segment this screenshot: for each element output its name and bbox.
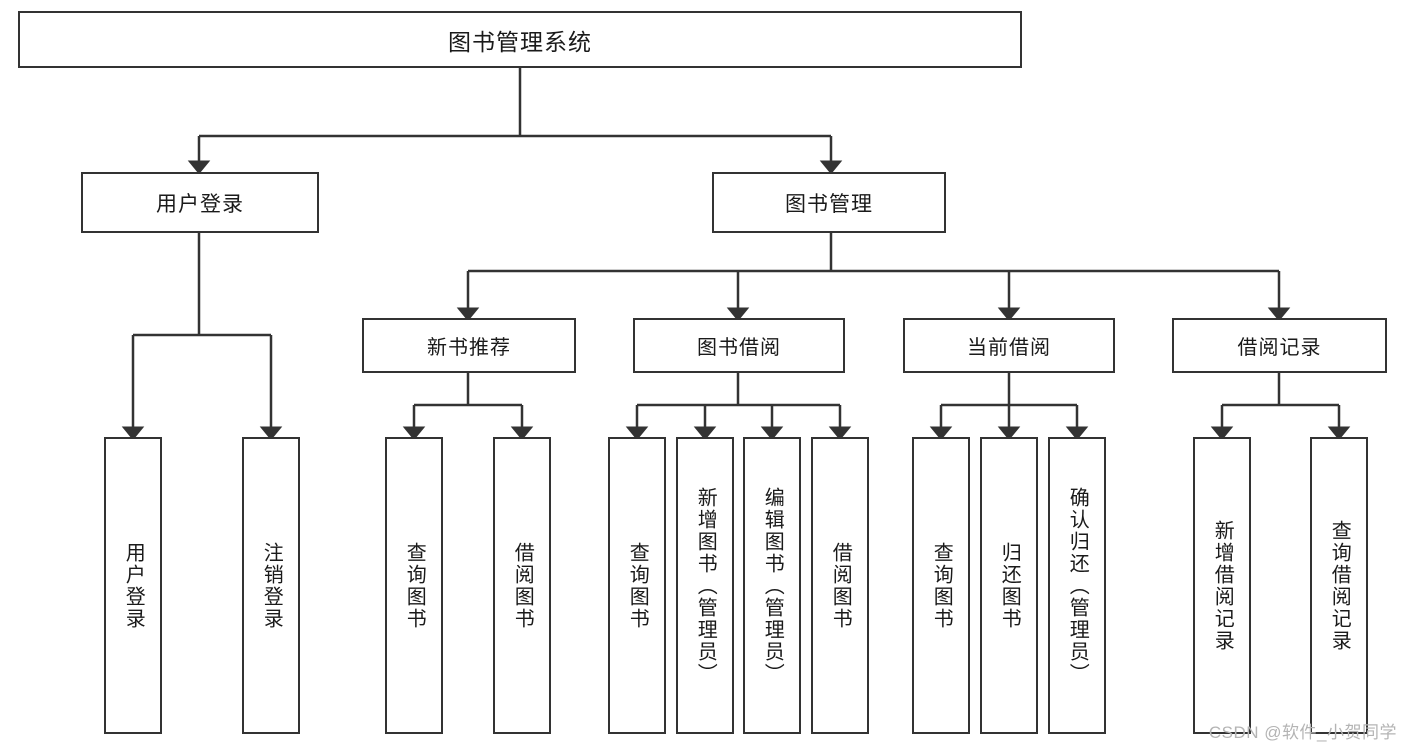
leaf-label: 归还图书 (998, 541, 1021, 630)
leaf-user-login[interactable]: 用户登录 (104, 437, 162, 734)
leaf-query-book-borrow[interactable]: 查询图书 (608, 437, 666, 734)
leaf-query-borrow-record[interactable]: 查询借阅记录 (1310, 437, 1368, 734)
leaf-label: 确认归还（管理员） (1066, 486, 1089, 685)
node-current-borrow[interactable]: 当前借阅 (903, 318, 1115, 373)
leaf-return-book[interactable]: 归还图书 (980, 437, 1038, 734)
leaf-add-borrow-record[interactable]: 新增借阅记录 (1193, 437, 1251, 734)
node-label: 图书管理 (785, 192, 873, 216)
node-root-book-management-system[interactable]: 图书管理系统 (18, 11, 1022, 68)
leaf-label: 新增借阅记录 (1211, 519, 1234, 652)
node-book-management[interactable]: 图书管理 (712, 172, 946, 233)
leaf-label: 查询借阅记录 (1328, 519, 1351, 652)
node-label: 借阅记录 (1237, 337, 1322, 359)
leaf-label: 查询图书 (626, 541, 649, 630)
node-label: 当前借阅 (967, 337, 1051, 359)
node-label: 图书管理系统 (448, 28, 592, 55)
leaf-borrow-book[interactable]: 借阅图书 (811, 437, 869, 734)
leaf-label: 用户登录 (122, 541, 145, 630)
leaf-query-book-current[interactable]: 查询图书 (912, 437, 970, 734)
leaf-label: 查询图书 (930, 541, 953, 630)
node-book-borrow[interactable]: 图书借阅 (633, 318, 845, 373)
node-label: 用户登录 (156, 192, 244, 216)
leaf-label: 借阅图书 (829, 541, 852, 630)
leaf-confirm-return-admin[interactable]: 确认归还（管理员） (1048, 437, 1106, 734)
leaf-query-book-newbook[interactable]: 查询图书 (385, 437, 443, 734)
node-label: 图书借阅 (697, 337, 781, 359)
leaf-borrow-book-newbook[interactable]: 借阅图书 (493, 437, 551, 734)
leaf-edit-book-admin[interactable]: 编辑图书（管理员） (743, 437, 801, 734)
leaf-label: 新增图书（管理员） (694, 486, 717, 685)
node-user-login[interactable]: 用户登录 (81, 172, 319, 233)
leaf-label: 借阅图书 (511, 541, 534, 630)
leaf-label: 注销登录 (260, 541, 283, 630)
leaf-label: 查询图书 (403, 541, 426, 630)
leaf-logout[interactable]: 注销登录 (242, 437, 300, 734)
node-label: 新书推荐 (427, 337, 511, 359)
node-borrow-record[interactable]: 借阅记录 (1172, 318, 1387, 373)
node-new-book-recommend[interactable]: 新书推荐 (362, 318, 576, 373)
leaf-add-book-admin[interactable]: 新增图书（管理员） (676, 437, 734, 734)
leaf-label: 编辑图书（管理员） (761, 486, 784, 685)
